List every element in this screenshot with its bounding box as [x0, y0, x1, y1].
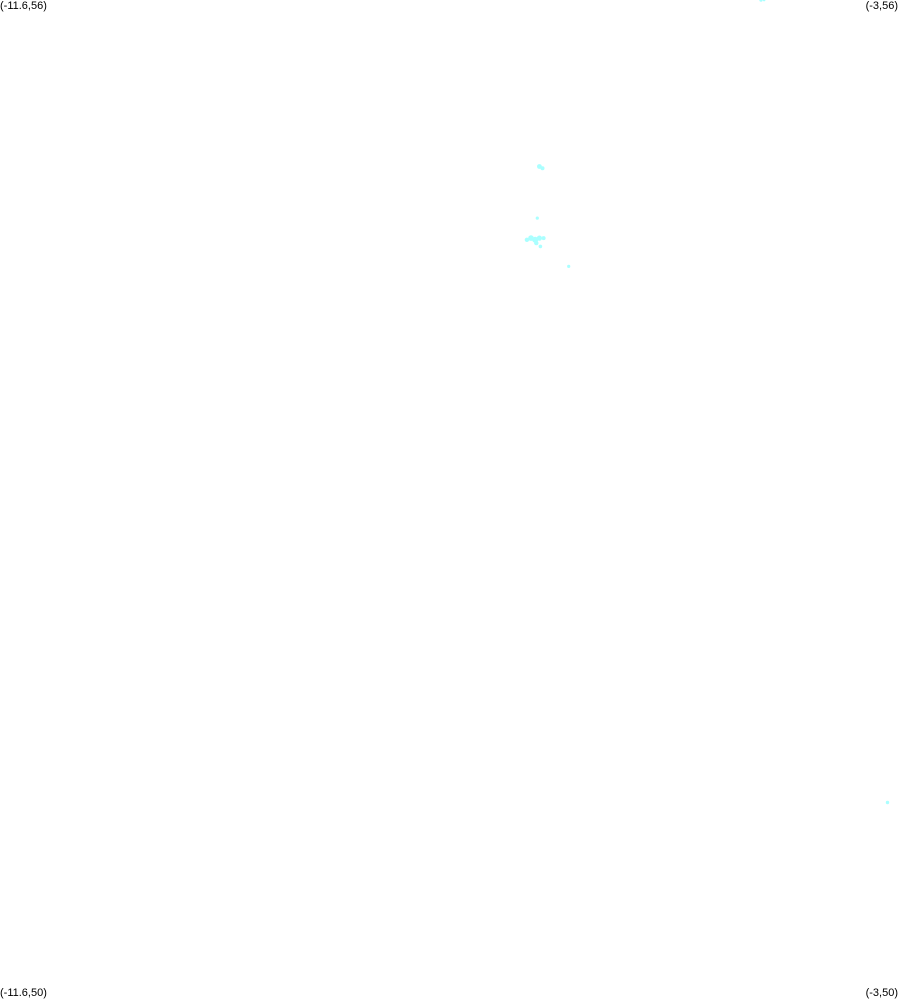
corner-label-top-right: (-3,56) [865, 0, 898, 12]
corner-label-bottom-left: (-11.6,50) [0, 987, 47, 999]
corner-label-top-left: (-11.6,56) [0, 0, 47, 12]
map-feature [534, 240, 539, 246]
map-feature [567, 264, 571, 268]
map-feature [536, 235, 543, 241]
map-feature [885, 800, 890, 805]
corner-label-bottom-right: (-3,50) [865, 987, 898, 999]
map-feature [762, 0, 766, 2]
map-feature [524, 237, 530, 242]
map-feature [535, 216, 539, 220]
map-feature [541, 236, 546, 241]
map-feature [540, 166, 545, 171]
map-feature [759, 0, 763, 2]
map-feature [538, 244, 543, 249]
